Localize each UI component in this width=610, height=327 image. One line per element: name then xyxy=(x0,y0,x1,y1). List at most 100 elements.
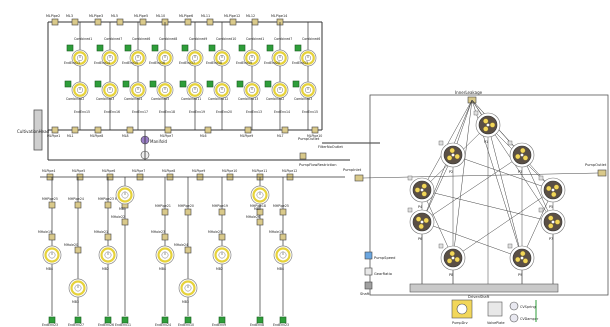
lower-ring-valve[interactable] xyxy=(187,82,203,98)
lower-end-node[interactable] xyxy=(207,81,213,87)
upper-end-node[interactable] xyxy=(239,45,245,51)
bottom-hole-node[interactable] xyxy=(49,234,55,240)
manifold-component[interactable] xyxy=(141,130,149,160)
pump-inlet-node[interactable] xyxy=(355,175,363,181)
lower-ring-valve[interactable] xyxy=(157,82,173,98)
lower-end-node[interactable] xyxy=(65,81,71,87)
lower-end-node[interactable] xyxy=(293,81,299,87)
lower-ring-valve[interactable] xyxy=(300,82,316,98)
bottom-pipe-node[interactable] xyxy=(280,209,286,215)
lower-ring-valve[interactable] xyxy=(244,82,260,98)
collector-node[interactable] xyxy=(52,127,58,133)
bottom-ring-valve[interactable] xyxy=(251,186,269,204)
collector-node[interactable] xyxy=(165,127,171,133)
bottom-hole-node[interactable] xyxy=(162,234,168,240)
lower-end-node[interactable] xyxy=(150,81,156,87)
pump-outlet-node[interactable] xyxy=(598,170,606,176)
upper-end-node[interactable] xyxy=(182,45,188,51)
collector-node[interactable] xyxy=(127,127,133,133)
pump-chamber[interactable] xyxy=(541,178,565,202)
check-valve[interactable] xyxy=(508,141,512,145)
top-row-node[interactable] xyxy=(185,19,191,25)
bottom-hole-node[interactable] xyxy=(105,234,111,240)
bottom-pipe-node[interactable] xyxy=(185,209,191,215)
bottom-hole-node[interactable] xyxy=(257,219,263,225)
top-row-node[interactable] xyxy=(72,19,78,25)
lower-end-node[interactable] xyxy=(237,81,243,87)
bottom-hole-node[interactable] xyxy=(185,247,191,253)
bottom-ring-valve[interactable] xyxy=(156,246,174,264)
bottom-ring-valve[interactable] xyxy=(179,279,197,297)
collector-node[interactable] xyxy=(245,127,251,133)
bottom-hole-node[interactable] xyxy=(122,219,128,225)
check-valve[interactable] xyxy=(539,176,543,180)
cv-damper-icon[interactable] xyxy=(510,314,518,322)
lower-ring-valve[interactable] xyxy=(102,82,118,98)
collector-node[interactable] xyxy=(282,127,288,133)
pump-chamber[interactable] xyxy=(410,178,434,202)
top-row-node[interactable] xyxy=(52,19,58,25)
bottom-ring-valve[interactable] xyxy=(99,246,117,264)
pump-chamber[interactable] xyxy=(510,143,534,167)
bottom-pipe-node[interactable] xyxy=(75,202,81,208)
pump-chamber[interactable] xyxy=(441,246,465,270)
shaft-block[interactable] xyxy=(365,282,372,289)
pump1-outlet-node[interactable] xyxy=(300,153,306,159)
pump-chamber[interactable] xyxy=(441,143,465,167)
bottom-pipe-node[interactable] xyxy=(49,202,55,208)
check-valve[interactable] xyxy=(539,208,543,212)
top-row-node[interactable] xyxy=(207,19,213,25)
lower-ring-valve[interactable] xyxy=(72,82,88,98)
bottom-hole-node[interactable] xyxy=(75,247,81,253)
bottom-ring-valve[interactable] xyxy=(69,279,87,297)
top-row-node[interactable] xyxy=(140,19,146,25)
lower-end-node[interactable] xyxy=(123,81,129,87)
gear-ratio-block[interactable] xyxy=(365,268,372,275)
cv-spring-icon[interactable] xyxy=(510,302,518,310)
lower-end-node[interactable] xyxy=(95,81,101,87)
collector-node[interactable] xyxy=(205,127,211,133)
check-valve[interactable] xyxy=(508,244,512,248)
upper-end-node[interactable] xyxy=(67,45,73,51)
lower-ring-valve[interactable] xyxy=(272,82,288,98)
bottom-ring-valve[interactable] xyxy=(274,246,292,264)
bottom-ring-valve[interactable] xyxy=(213,246,231,264)
check-valve[interactable] xyxy=(474,111,478,115)
collector-node[interactable] xyxy=(72,127,78,133)
bottom-pipe-node[interactable] xyxy=(105,202,111,208)
check-valve[interactable] xyxy=(408,208,412,212)
top-row-node[interactable] xyxy=(117,19,123,25)
pump-chamber[interactable] xyxy=(476,113,500,137)
upper-end-node[interactable] xyxy=(295,45,301,51)
bottom-hole-node[interactable] xyxy=(280,234,286,240)
bottom-pipe-node[interactable] xyxy=(219,209,225,215)
bottom-hole-node[interactable] xyxy=(219,234,225,240)
pump-chamber[interactable] xyxy=(410,210,434,234)
pump-speed-block[interactable] xyxy=(365,252,372,259)
lower-end-node[interactable] xyxy=(265,81,271,87)
pump-chamber[interactable] xyxy=(510,246,534,270)
valve-plate-block[interactable] xyxy=(488,302,502,316)
collector-node[interactable] xyxy=(95,127,101,133)
check-valve[interactable] xyxy=(439,141,443,145)
lower-ring-valve[interactable] xyxy=(130,82,146,98)
lower-end-node[interactable] xyxy=(180,81,186,87)
driven-shaft-bar[interactable] xyxy=(410,284,558,292)
lower-ring-valve[interactable] xyxy=(214,82,230,98)
upper-end-node[interactable] xyxy=(97,45,103,51)
pump-chamber[interactable] xyxy=(541,210,565,234)
collector-node[interactable] xyxy=(312,127,318,133)
upper-end-node[interactable] xyxy=(209,45,215,51)
upper-end-node[interactable] xyxy=(267,45,273,51)
top-row-node[interactable] xyxy=(252,19,258,25)
check-valve[interactable] xyxy=(439,244,443,248)
top-row-node[interactable] xyxy=(95,19,101,25)
upper-end-node[interactable] xyxy=(125,45,131,51)
upper-end-node[interactable] xyxy=(152,45,158,51)
bottom-pipe-node[interactable] xyxy=(162,209,168,215)
bottom-ring-valve[interactable] xyxy=(43,246,61,264)
bottom-ring-valve[interactable] xyxy=(116,186,134,204)
top-row-node[interactable] xyxy=(230,19,236,25)
check-valve[interactable] xyxy=(408,176,412,180)
